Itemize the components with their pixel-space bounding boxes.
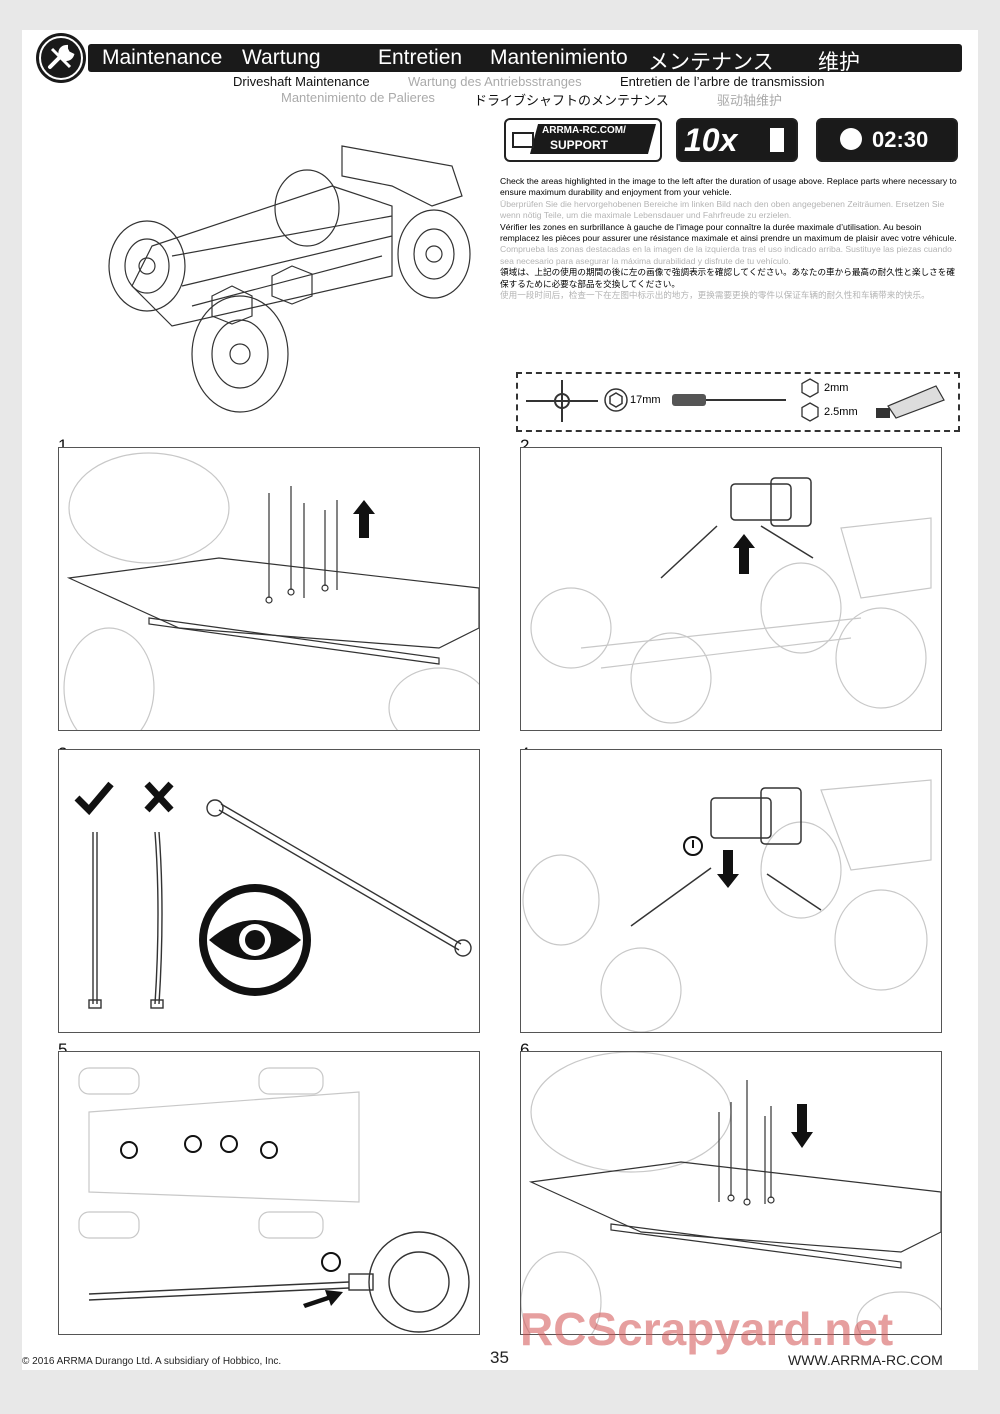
hex-2mm-icon bbox=[801, 378, 819, 398]
step-5-illustration bbox=[78, 1067, 470, 1333]
title-fr: Entretien bbox=[378, 46, 463, 69]
time-value: 02:30 bbox=[872, 127, 929, 152]
warning-icons bbox=[120, 1135, 341, 1272]
battery-icon bbox=[770, 128, 784, 152]
step-4-illustration bbox=[522, 779, 932, 1032]
title-en: Maintenance bbox=[102, 46, 223, 69]
copyright: © 2016 ARRMA Durango Ltd. A subsidiary o… bbox=[22, 1356, 282, 1367]
watermark: RCScrapyard.net bbox=[520, 1303, 894, 1355]
tool-17mm: 17mm bbox=[630, 394, 661, 406]
up-arrow-icon bbox=[353, 500, 375, 538]
stopwatch-icon bbox=[840, 128, 862, 150]
desc-de: Überprüfen Sie die hervorgehobenen Berei… bbox=[500, 198, 945, 221]
tool-2mm: 2mm bbox=[824, 382, 849, 394]
step-3-illustration bbox=[74, 781, 472, 1009]
right-arrow-icon bbox=[303, 1290, 343, 1308]
header-bar: Maintenance Wartung Entretien Mantenimie… bbox=[88, 44, 962, 74]
step-1-number: 1 bbox=[58, 436, 68, 455]
step-6-illustration bbox=[521, 1052, 941, 1334]
subtitle-zh: 驱动轴维护 bbox=[717, 93, 783, 108]
cross-wrench-icon bbox=[526, 380, 598, 422]
checkmark-icon bbox=[74, 781, 114, 816]
subtitle-en: Driveshaft Maintenance bbox=[233, 74, 370, 89]
title-zh: 维护 bbox=[818, 51, 860, 74]
step-4-panel bbox=[520, 749, 942, 1033]
step-5-number: 5 bbox=[58, 1040, 68, 1059]
eye-icon bbox=[199, 884, 311, 996]
hex-2-5mm-icon bbox=[801, 402, 819, 422]
subtitle-ja: ドライブシャフトのメンテナンス bbox=[474, 93, 669, 108]
step-1-illustration bbox=[63, 452, 479, 730]
down-arrow-icon bbox=[791, 1104, 813, 1148]
support-line1: ARRMA-RC.COM/ bbox=[542, 125, 626, 136]
warning-icon bbox=[683, 836, 703, 856]
manual-page: Maintenance Wartung Entretien Mantenimie… bbox=[22, 30, 978, 1370]
step-3-panel bbox=[58, 749, 480, 1033]
step-2-number: 2 bbox=[520, 436, 530, 455]
tools-box: 17mm 2mm 2.5mm bbox=[516, 372, 960, 432]
desc-en: Check the areas highlighted in the image… bbox=[500, 176, 957, 198]
runs-count: 10x bbox=[684, 122, 738, 158]
tool-2-5mm: 2.5mm bbox=[824, 406, 858, 418]
up-arrow-icon bbox=[733, 534, 755, 574]
support-badge[interactable]: ARRMA-RC.COM/ SUPPORT bbox=[504, 118, 662, 162]
vehicle-illustration bbox=[108, 145, 471, 413]
subtitle-fr: Entretien de l’arbre de transmission bbox=[620, 74, 825, 89]
step-1-panel bbox=[58, 447, 480, 731]
maintenance-logo bbox=[36, 33, 86, 83]
cross-icon bbox=[144, 781, 174, 813]
laptop-icon bbox=[512, 132, 534, 148]
title-es: Mantenimiento bbox=[490, 46, 628, 69]
screwdriver-icon bbox=[672, 394, 786, 406]
runs-badge: 10x bbox=[676, 118, 798, 162]
support-line2: SUPPORT bbox=[550, 138, 609, 152]
desc-zh: 使用一段时间后，检查一下在左图中标示出的地方，更换需要更换的零件以保证车辆的耐久… bbox=[500, 290, 930, 301]
step-6-number: 6 bbox=[520, 1040, 530, 1059]
page-number: 35 bbox=[490, 1348, 509, 1367]
title-ja: メンテナンス bbox=[648, 51, 774, 74]
subtitle-es: Mantenimiento de Palieres bbox=[281, 90, 435, 105]
step-6-panel bbox=[520, 1051, 942, 1335]
website-url[interactable]: WWW.ARRMA-RC.COM bbox=[788, 1352, 943, 1368]
description-block: Check the areas highlighted in the image… bbox=[500, 176, 962, 301]
hex-17mm-icon bbox=[604, 388, 628, 412]
time-badge: 02:30 bbox=[816, 118, 958, 162]
down-arrow-icon bbox=[717, 850, 739, 888]
desc-fr: Vérifier les zones en surbrillance à gau… bbox=[500, 221, 957, 244]
title-de: Wartung bbox=[242, 46, 321, 69]
subtitle-de: Wartung des Antriebsstranges bbox=[408, 74, 582, 89]
desc-ja: 領域は、上記の使用の期間の後に左の画像で強調表示を確認してください。あなたの車か… bbox=[500, 267, 955, 289]
step-2-panel bbox=[520, 447, 942, 731]
wrench-icon bbox=[39, 36, 83, 80]
step-5-panel bbox=[58, 1051, 480, 1335]
thread-lock-tube-icon bbox=[876, 385, 945, 419]
desc-es: Comprueba las zonas destacadas en la ima… bbox=[500, 244, 952, 266]
step-2-illustration bbox=[530, 477, 932, 724]
